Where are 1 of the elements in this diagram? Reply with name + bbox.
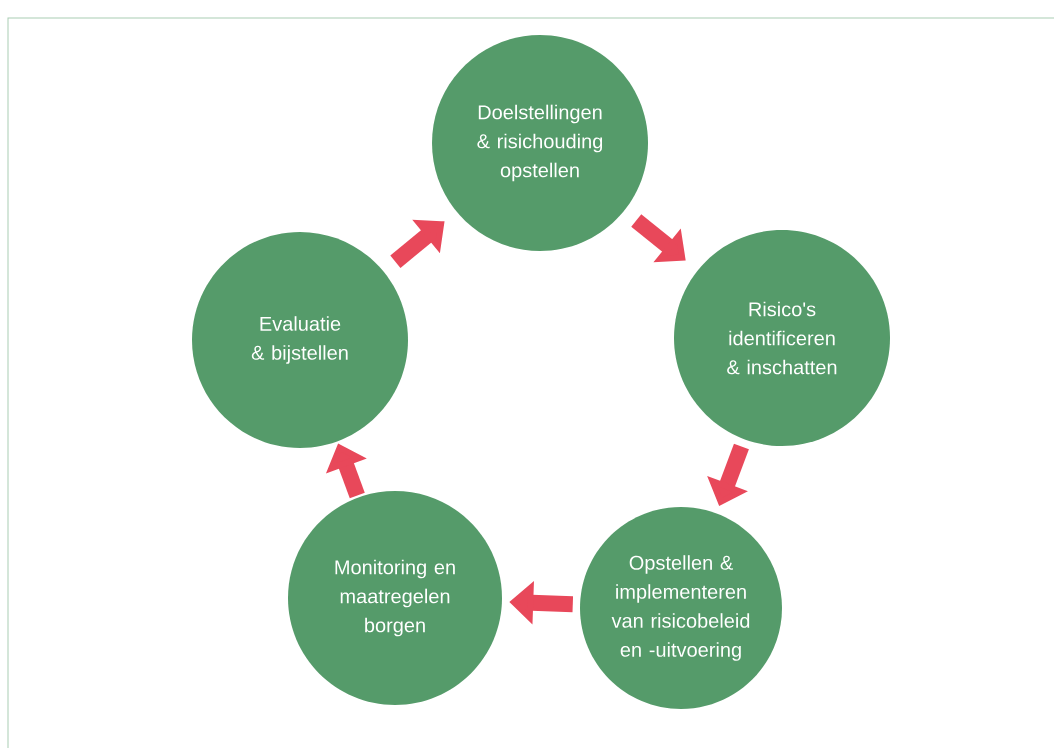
block-arrow bbox=[390, 219, 445, 268]
